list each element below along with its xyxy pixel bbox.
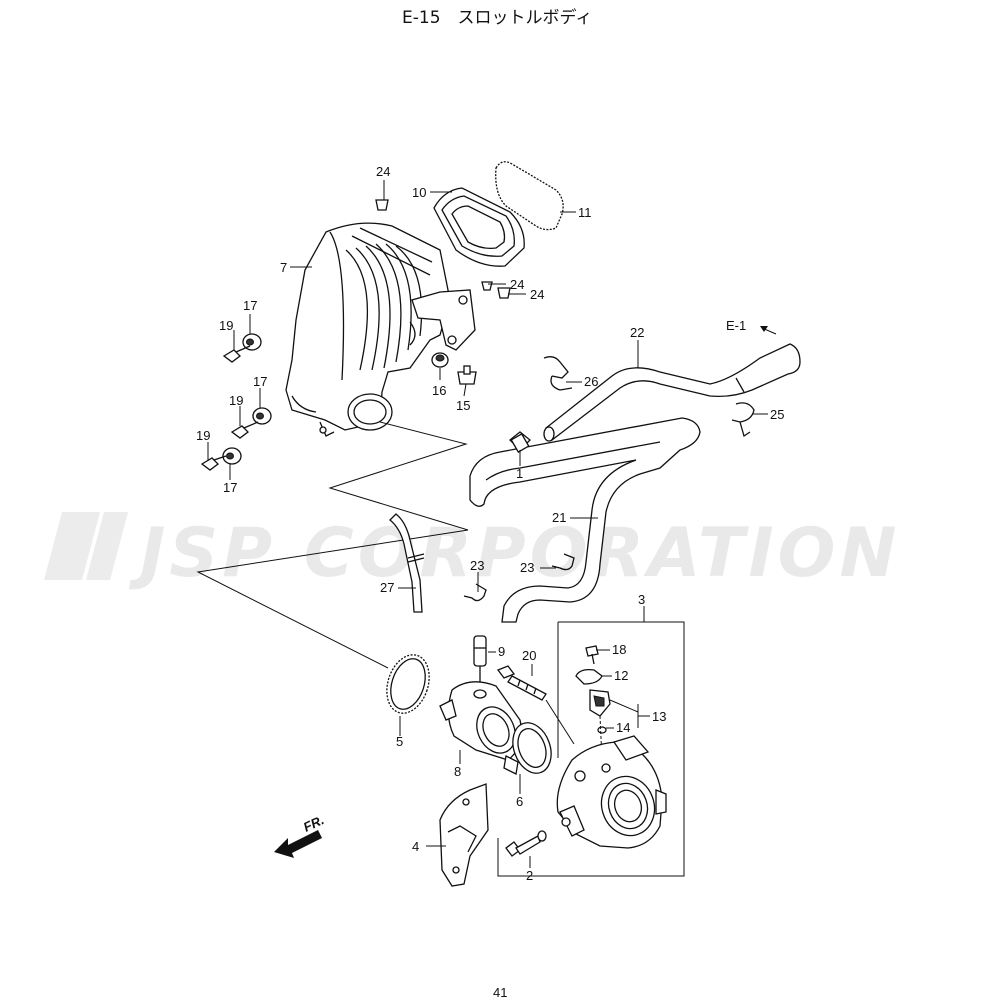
label-24c: 24 xyxy=(530,287,544,302)
clip-25 xyxy=(731,402,755,438)
e1-reference: E-1 xyxy=(726,318,777,335)
label-19b: 19 xyxy=(229,393,243,408)
part-labels: 24 10 11 7 24 24 17 19 17 19 19 17 16 15… xyxy=(196,164,784,883)
clip-23b xyxy=(551,553,575,571)
label-9: 9 xyxy=(498,644,505,659)
nipple-9 xyxy=(473,635,487,690)
gasket xyxy=(495,161,564,231)
assembly-guide-line xyxy=(196,421,469,669)
air-cleaner-box xyxy=(285,222,476,437)
screw-18 xyxy=(585,645,599,665)
bolt-15 xyxy=(457,365,477,385)
label-17a: 17 xyxy=(243,298,257,313)
label-13: 13 xyxy=(652,709,666,724)
page-title: E-15 スロットルボディ xyxy=(402,7,592,28)
label-12: 12 xyxy=(614,668,628,683)
grommet-24c xyxy=(497,287,511,299)
inlet-duct xyxy=(433,187,525,267)
label-1: 1 xyxy=(516,466,523,481)
label-7: 7 xyxy=(280,260,287,275)
label-10: 10 xyxy=(412,185,426,200)
clip-26 xyxy=(543,356,573,391)
label-3: 3 xyxy=(638,592,645,607)
bolt-20-guide xyxy=(545,699,575,745)
breather-hose-22 xyxy=(543,343,801,442)
page-number: 41 xyxy=(493,985,507,1000)
bolt-19b xyxy=(230,421,259,439)
fitting-1 xyxy=(509,431,531,453)
label-19a: 19 xyxy=(219,318,233,333)
label-19c: 19 xyxy=(196,428,210,443)
cover-plate-4 xyxy=(439,783,489,887)
label-4: 4 xyxy=(412,839,419,854)
bolt-2 xyxy=(505,830,547,857)
collar-17b xyxy=(252,407,272,425)
grommet-24a xyxy=(375,199,389,211)
band-clamp-6 xyxy=(503,722,552,775)
label-25: 25 xyxy=(770,407,784,422)
label-17c: 17 xyxy=(223,480,237,495)
bolt-19c xyxy=(200,455,227,471)
collar-17a xyxy=(242,333,262,351)
bolt-19a xyxy=(222,345,251,363)
bolt-20 xyxy=(496,665,547,701)
throttle-body xyxy=(556,735,667,849)
label-24b: 24 xyxy=(510,277,524,292)
label-23a: 23 xyxy=(470,558,484,573)
e1-reference-label: E-1 xyxy=(726,318,746,333)
label-20: 20 xyxy=(522,648,536,663)
label-27: 27 xyxy=(380,580,394,595)
front-direction-arrow: FR. xyxy=(274,812,326,858)
label-18: 18 xyxy=(612,642,626,657)
label-5: 5 xyxy=(396,734,403,749)
damper-16 xyxy=(431,352,449,368)
watermark-text: JSP CORPORATION xyxy=(128,514,900,593)
leader-lines xyxy=(207,180,768,868)
label-14: 14 xyxy=(616,720,630,735)
label-23b: 23 xyxy=(520,560,534,575)
label-21: 21 xyxy=(552,510,566,525)
clamp-ring-5 xyxy=(386,654,430,714)
o-ring-14 xyxy=(597,726,607,734)
label-8: 8 xyxy=(454,764,461,779)
grommet-24b xyxy=(481,281,493,291)
throttle-group-outline xyxy=(497,621,685,877)
label-26: 26 xyxy=(584,374,598,389)
watermark: JSP CORPORATION xyxy=(44,512,900,593)
intake-joint-8 xyxy=(439,681,523,761)
hose-21 xyxy=(469,417,701,623)
plate-12 xyxy=(575,668,603,685)
label-6: 6 xyxy=(516,794,523,809)
label-22: 22 xyxy=(630,325,644,340)
front-label: FR. xyxy=(301,812,326,834)
sensor-13 xyxy=(589,689,611,717)
label-17b: 17 xyxy=(253,374,267,389)
collar-17c xyxy=(222,447,242,465)
label-16: 16 xyxy=(432,383,446,398)
label-15: 15 xyxy=(456,398,470,413)
label-24a: 24 xyxy=(376,164,390,179)
label-11: 11 xyxy=(578,205,592,220)
label-2: 2 xyxy=(526,868,533,883)
clip-23a xyxy=(463,583,487,602)
